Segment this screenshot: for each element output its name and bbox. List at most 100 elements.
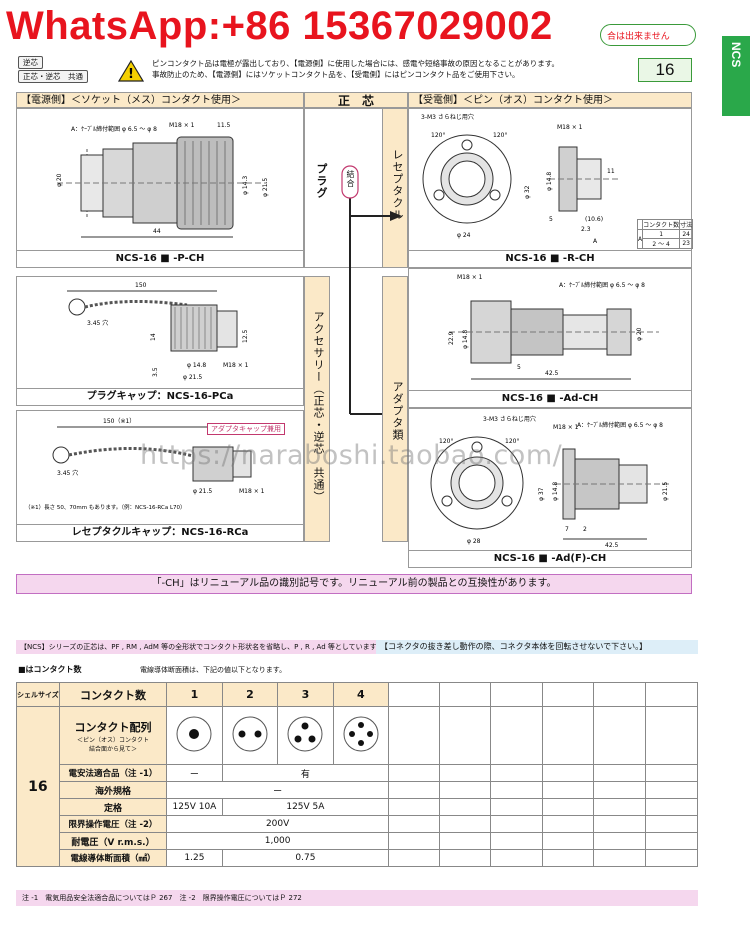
dim-d21-5: φ 21.5 bbox=[262, 178, 269, 197]
power-side-header: 【電源側】＜ソケット（メス）コンタクト使用＞ bbox=[16, 92, 304, 108]
dim-2: 2 bbox=[583, 526, 587, 533]
plug-caption: NCS-16 ■ -P-CH bbox=[17, 250, 303, 267]
tag-common: 正芯・逆芯 共通 bbox=[18, 70, 88, 83]
dim-150-note: 150（※1） bbox=[103, 418, 135, 425]
dim-d14-8: φ 14.8 bbox=[546, 172, 553, 191]
contact-dim-row: 24 bbox=[679, 229, 694, 239]
plug-side-label: プラグ bbox=[315, 163, 328, 199]
dim-5: 5 bbox=[549, 216, 553, 223]
size-cell: 16 bbox=[16, 706, 60, 867]
dim-d28: φ 28 bbox=[467, 538, 481, 545]
contact-dim-row: 1 bbox=[642, 229, 681, 239]
plug-drawing: A：ｹｰﾌﾞﾙ締付範囲 φ 6.5 〜 φ 8 M18 × 1 11.5 φ 2… bbox=[56, 122, 269, 238]
receptacle-cap-caption: レセプタクルキャップ：NCS-16-RCa bbox=[17, 524, 303, 541]
dim-d14-8-ad: φ 14.8 bbox=[462, 330, 469, 349]
withstand-label: 耐電圧（V r.m.s.） bbox=[58, 832, 168, 850]
connect-label: 結合 bbox=[346, 170, 355, 188]
receptacle-cap-panel: 150（※1） 3.45 穴 φ 21.5 M18 × 1 （※1）長さ 50、… bbox=[16, 410, 304, 542]
receptacle-panel: 3-M3 さらねじ用穴 120° 120° φ 24 φ 32 M18 × 1 … bbox=[408, 108, 694, 268]
overseas-label: 海外規格 bbox=[58, 781, 168, 799]
dim-d37: φ 37 bbox=[538, 487, 545, 501]
layout-1 bbox=[166, 706, 223, 765]
dim-d20-ad: φ 20 bbox=[636, 327, 643, 341]
adapter-cap-tag: アダプタキャップ兼用 bbox=[207, 423, 285, 435]
footnote: 注 -1 電気用品安全法適合品についてはＰ 267 注 -2 限界操作電圧につい… bbox=[16, 890, 698, 906]
dim-44: 44 bbox=[153, 228, 161, 235]
adapter-drawing: M18 × 1 A：ｹｰﾌﾞﾙ締付範囲 φ 6.5 〜 φ 8 22.9 φ 1… bbox=[448, 274, 659, 380]
contact-dim-row: 23 bbox=[679, 238, 694, 249]
tag-reverse: 逆芯 bbox=[18, 56, 43, 69]
accessory-column: アクセサリー（正芯・逆芯 共通） bbox=[304, 276, 330, 542]
receive-side-header: 【受電側】＜ピン（オス）コンタクト使用＞ bbox=[408, 92, 692, 108]
length-note: （※1）長さ 50、70mm もあります。（例：NCS-16-RCa L70） bbox=[25, 503, 186, 511]
warning-text: ピンコンタクト品は電極が露出しており、【電源側】に使用した場合には、感電や短絡事… bbox=[152, 59, 560, 79]
notice-badge: 合は出来ません bbox=[600, 24, 696, 46]
m3-hole-label-f: 3-M3 さらねじ用穴 bbox=[483, 415, 536, 423]
dim-11: 11 bbox=[607, 168, 615, 175]
m3-hole-label: 3-M3 さらねじ用穴 bbox=[421, 113, 474, 121]
rating-234: 125V 5A bbox=[221, 798, 390, 816]
dim-d21-5-f: φ 21.5 bbox=[662, 482, 669, 501]
layout-sub: ＜ピン（オス）コンタクト 結合面から見て＞ bbox=[76, 736, 149, 753]
dim-7: 7 bbox=[565, 526, 569, 533]
shell-size-head: シェルサイズ bbox=[16, 682, 60, 707]
accessory-label: アクセサリー（正芯・逆芯 共通） bbox=[312, 311, 325, 503]
dim-10-6: (10.6) bbox=[585, 216, 603, 223]
dim-d21-5-cap: φ 21.5 bbox=[183, 374, 202, 381]
dim-a: A bbox=[593, 238, 598, 245]
withstand-value: 1,000 bbox=[166, 832, 390, 850]
m18-ad: M18 × 1 bbox=[457, 274, 483, 281]
m18-f: M18 × 1 bbox=[553, 424, 579, 431]
layout-label: コンタクト配列 bbox=[74, 720, 152, 734]
adapter-f-panel: 3-M3 さらねじ用穴 A：ｹｰﾌﾞﾙ締付範囲 φ 6.5 〜 φ 8 120°… bbox=[408, 408, 692, 568]
angle-120-f-b: 120° bbox=[505, 438, 519, 445]
wire-1: 1.25 bbox=[166, 849, 223, 867]
dim-22-9: 22.9 bbox=[448, 331, 455, 345]
contact-dim-unit: 寸法 bbox=[679, 219, 694, 230]
contact-symbol-note: ■はコンタクト数 bbox=[18, 665, 82, 674]
dim-3-5: 3.5 bbox=[152, 367, 159, 377]
adapter-column: アダプタ類 bbox=[382, 276, 408, 542]
m18-label-r: M18 × 1 bbox=[557, 124, 583, 131]
plug-cap-drawing: 150 3.45 穴 14 12.5 3.5 φ 14.8 φ 21.5 M18… bbox=[67, 282, 249, 381]
denan-label: 電安法適合品（注 -1） bbox=[58, 764, 168, 782]
series-tab-label: NCS bbox=[729, 42, 743, 68]
dim-12-5: 12.5 bbox=[242, 329, 249, 343]
dim-2-3: 2.3 bbox=[581, 226, 591, 233]
series-tab[interactable]: NCS bbox=[722, 36, 750, 116]
renewal-band: 「-CH」はリニューアル品の識別記号です。リニューアル前の製品との互換性がありま… bbox=[16, 574, 692, 594]
dim-d14-8-cap: φ 14.8 bbox=[187, 362, 206, 369]
warning-icon: ! bbox=[118, 60, 144, 82]
cable-range-label: A：ｹｰﾌﾞﾙ締付範囲 φ 6.5 〜 φ 8 bbox=[71, 125, 157, 133]
limit-label: 限界操作電圧（注 -2） bbox=[58, 815, 168, 833]
adapter-caption: NCS-16 ■ -Ad-CH bbox=[409, 390, 691, 407]
count-3: 3 bbox=[277, 682, 334, 707]
shell-size-box: 16 bbox=[638, 58, 692, 82]
ncs-note: 【NCS】シリーズの正芯は、PF , RM , AdM 等の全形状でコンタクト形… bbox=[16, 640, 383, 654]
connect-arrow bbox=[341, 165, 402, 419]
overseas-value: ー bbox=[166, 781, 390, 799]
adapter-f-drawing: 3-M3 さらねじ用穴 A：ｹｰﾌﾞﾙ締付範囲 φ 6.5 〜 φ 8 120°… bbox=[430, 415, 671, 549]
count-4: 4 bbox=[332, 682, 390, 707]
hole-label: 3.45 穴 bbox=[87, 319, 108, 327]
wire-234: 0.75 bbox=[221, 849, 390, 867]
m18-label: M18 × 1 bbox=[169, 122, 195, 129]
adapter-panel: M18 × 1 A：ｹｰﾌﾞﾙ締付範囲 φ 6.5 〜 φ 8 22.9 φ 1… bbox=[408, 268, 692, 408]
contact-dim-a: A bbox=[636, 229, 644, 249]
dim-150: 150 bbox=[135, 282, 147, 289]
contact-dim-head: コンタクト数 bbox=[642, 219, 681, 230]
plug-cap-caption: プラグキャップ：NCS-16-PCa bbox=[17, 388, 303, 405]
denan-1: ー bbox=[166, 764, 223, 782]
contact-count-head: コンタクト数 bbox=[58, 682, 168, 707]
limit-value: 200V bbox=[166, 815, 390, 833]
svg-text:!: ! bbox=[128, 67, 134, 82]
receptacle-drawing: 3-M3 さらねじ用穴 120° 120° φ 24 φ 32 M18 × 1 … bbox=[421, 113, 619, 245]
cable-range-f: A：ｹｰﾌﾞﾙ締付範囲 φ 6.5 〜 φ 8 bbox=[577, 421, 663, 429]
dim-5-ad: 5 bbox=[517, 364, 521, 371]
receptacle-side-label: レセプタクル bbox=[391, 149, 404, 221]
receptacle-cap-drawing: 150（※1） 3.45 穴 φ 21.5 M18 × 1 （※1）長さ 50、… bbox=[25, 418, 265, 511]
m18-cap: M18 × 1 bbox=[223, 362, 249, 369]
center-header: 正 芯 bbox=[304, 92, 408, 108]
whatsapp-banner: WhatsApp:+86 15367029002 bbox=[6, 4, 553, 48]
